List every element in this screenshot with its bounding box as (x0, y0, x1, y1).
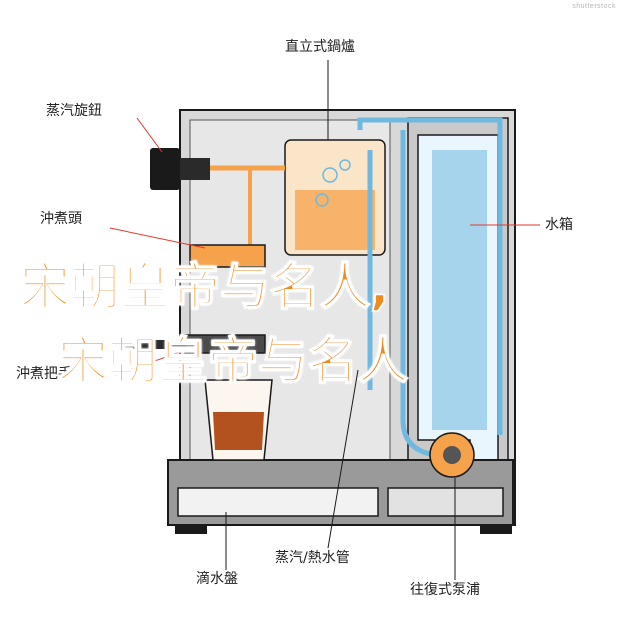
steam-knob-stem (180, 158, 210, 180)
label-steam-pipe: 蒸汽/熱水管 (275, 550, 350, 566)
label-steam-knob: 蒸汽旋鈕 (46, 103, 102, 119)
boiler-bubble (339, 159, 351, 171)
water-pipe-top (357, 117, 503, 435)
boiler-water (295, 190, 375, 250)
leader-line (109, 227, 206, 249)
label-portafilter: 沖煮把手 (16, 366, 72, 382)
foot-left (175, 525, 207, 534)
label-drip-tray: 滴水盤 (196, 571, 238, 587)
boiler-bubble (315, 193, 329, 207)
drip-tray-shape (177, 487, 379, 517)
steam-knob-shape (150, 148, 180, 190)
leader-line (114, 344, 201, 376)
leader-line (327, 369, 359, 549)
overlay-title-line-2: 宋朝皇帝与名人 (57, 332, 409, 390)
watermark: shutterstock (572, 3, 616, 10)
label-boiler: 直立式鍋爐 (285, 39, 355, 55)
brew-head-shape (189, 244, 266, 268)
cup-coffee (213, 412, 264, 450)
boiler-bubble (322, 167, 338, 183)
foot-right (480, 525, 512, 534)
water-pipe-left (400, 130, 436, 458)
label-pump: 往復式泵浦 (410, 582, 480, 598)
overlay-title-line-1: 宋朝皇帝与名人, (19, 258, 390, 316)
label-brew-head: 沖煮頭 (40, 211, 82, 227)
leader-line (136, 117, 163, 153)
label-water-tank: 水箱 (545, 217, 573, 233)
base-right-panel (387, 487, 504, 517)
portafilter-handle (120, 340, 185, 349)
water-tank-water (432, 150, 487, 430)
pump-core (443, 446, 461, 464)
